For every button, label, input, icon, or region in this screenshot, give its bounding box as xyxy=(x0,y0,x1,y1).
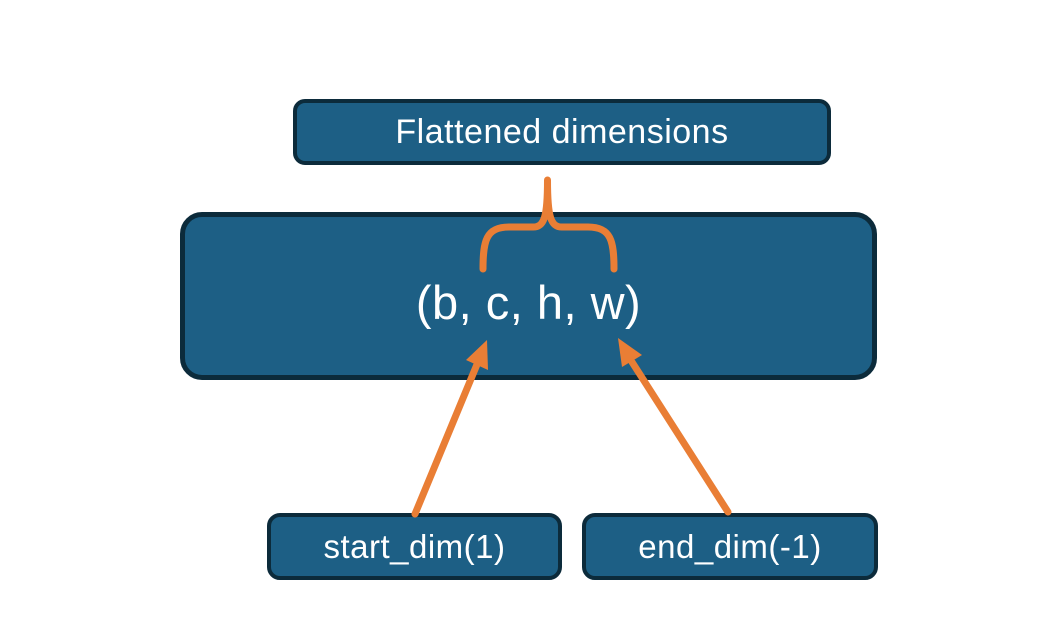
tensor-shape-box: (b, c, h, w) xyxy=(180,212,877,380)
start-dim-label: start_dim(1) xyxy=(323,527,506,565)
flattened-dimensions-box: Flattened dimensions xyxy=(293,99,831,165)
end-dim-box: end_dim(-1) xyxy=(582,513,878,580)
end-dim-label: end_dim(-1) xyxy=(638,527,822,565)
tensor-shape-label: (b, c, h, w) xyxy=(415,275,642,329)
flattened-dimensions-label: Flattened dimensions xyxy=(395,112,729,151)
start-dim-box: start_dim(1) xyxy=(267,513,562,580)
